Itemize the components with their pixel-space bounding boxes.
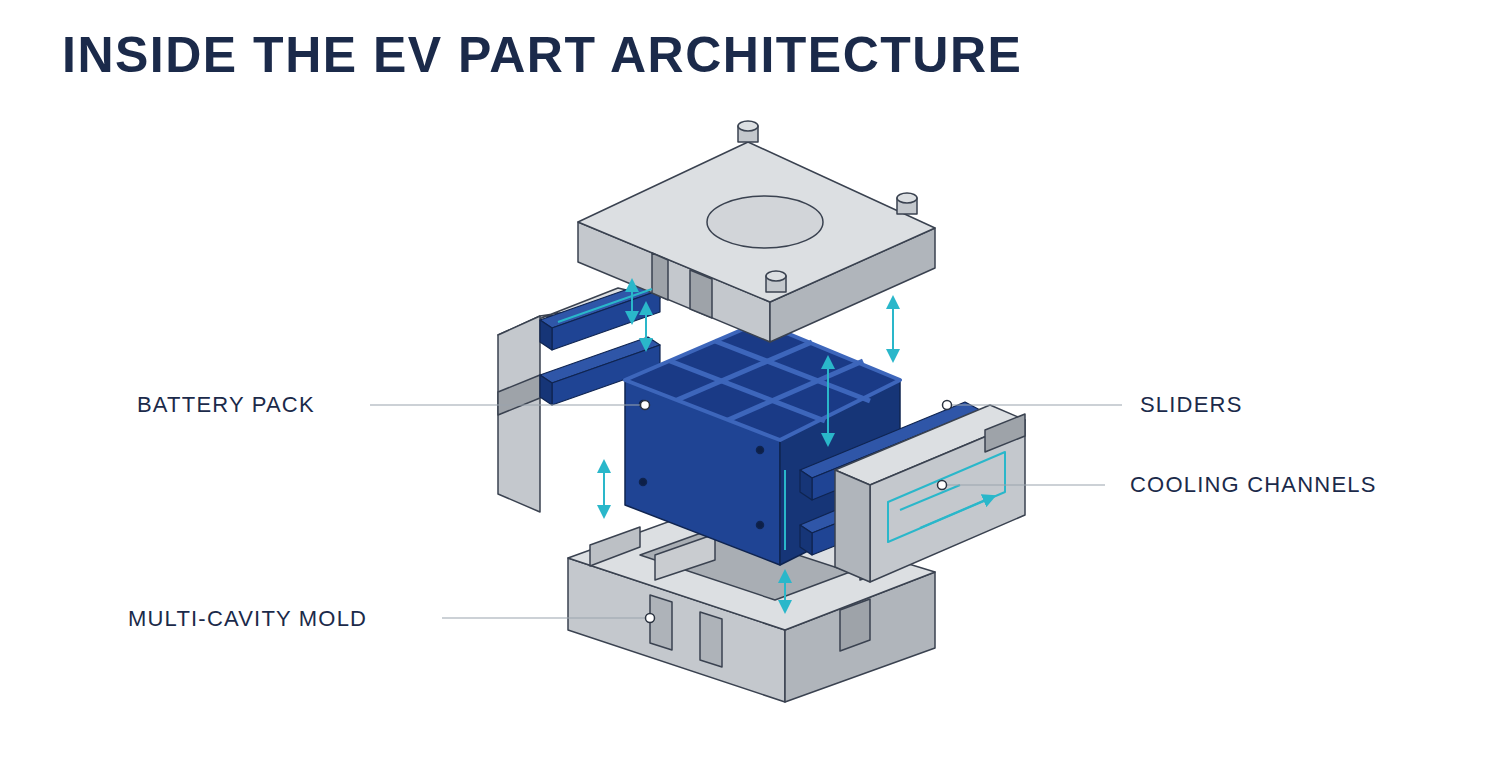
leader-line — [442, 617, 645, 618]
block-end-face — [498, 316, 540, 512]
slider-end — [540, 320, 552, 350]
slider-end — [540, 375, 552, 405]
pin-top — [766, 271, 786, 281]
leader-line — [370, 404, 640, 405]
slide-path-line — [784, 470, 786, 550]
slide-path-line — [558, 289, 652, 322]
leader-dot — [938, 481, 947, 490]
coolant-flow-line — [900, 485, 960, 510]
part-label: BATTERY PACK — [137, 394, 315, 416]
guide-pin — [897, 193, 917, 214]
motion-arrow — [645, 308, 647, 345]
mold-notch — [590, 527, 640, 566]
pin-top — [897, 193, 917, 203]
block-slot — [498, 375, 540, 415]
leader-line — [947, 484, 1105, 485]
top-clamp-plate — [578, 121, 935, 342]
leader-dot — [641, 401, 650, 410]
pack-top-face — [625, 322, 900, 440]
pack-hole — [640, 479, 647, 486]
mold-front-slot — [650, 595, 672, 650]
block-slot — [985, 414, 1025, 452]
motion-arrow — [827, 362, 829, 440]
right-slide-block — [835, 405, 1025, 582]
leader-line — [952, 404, 1122, 405]
part-label: MULTI-CAVITY MOLD — [128, 608, 367, 630]
grid-wall — [728, 361, 863, 420]
leader-dots — [641, 401, 952, 623]
motion-arrow — [603, 466, 605, 512]
leader-lines — [370, 405, 1122, 618]
guide-pin — [766, 271, 786, 292]
mold-front-slot — [700, 612, 722, 667]
motion-arrows — [558, 285, 893, 607]
block-end-face — [835, 470, 870, 582]
cooling-channel-loop — [888, 452, 1005, 542]
pack-rim — [625, 322, 900, 440]
motion-arrow — [631, 285, 633, 318]
slider-end — [800, 470, 812, 500]
part-label: COOLING CHANNELS — [1130, 474, 1377, 496]
pack-hole — [757, 447, 764, 454]
pin-top — [738, 121, 758, 131]
diagram-title: INSIDE THE EV PART ARCHITECTURE — [62, 30, 1022, 80]
mold-cavity-wall — [655, 534, 715, 580]
leader-dot — [943, 401, 952, 410]
slider-end — [800, 525, 812, 555]
leader-dot — [646, 614, 655, 623]
pack-hole — [757, 522, 764, 529]
guide-pin — [738, 121, 758, 142]
plate-notch — [690, 270, 712, 318]
plate-top-face — [578, 142, 935, 302]
mold-side-slot — [840, 599, 870, 651]
coolant-flow-arrow — [920, 498, 990, 528]
motion-arrow — [784, 576, 786, 607]
motion-arrow — [892, 302, 894, 356]
sprue-ring — [707, 196, 823, 248]
part-label: SLIDERS — [1140, 394, 1243, 416]
plate-notch — [652, 253, 668, 300]
